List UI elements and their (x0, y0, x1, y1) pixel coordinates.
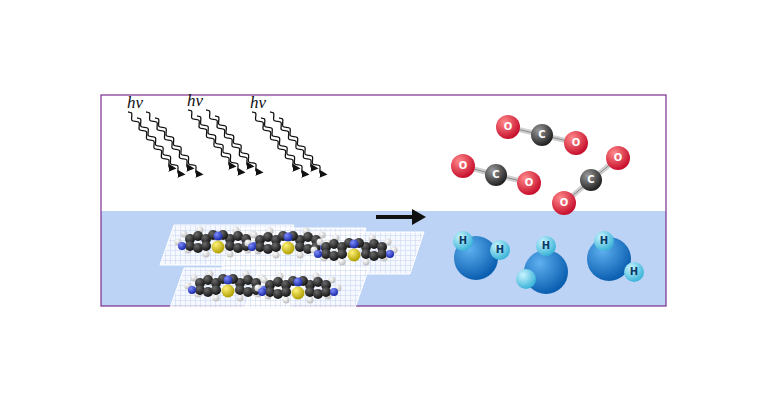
dye-molecule (311, 235, 398, 266)
atom-symbol: H (496, 245, 504, 255)
atom-symbol: O (459, 161, 468, 171)
light-wave (146, 112, 191, 168)
atom-symbol: H (600, 236, 608, 246)
dye-molecule (245, 228, 332, 259)
atom-symbol: C (492, 170, 499, 180)
light-label: hν (187, 92, 203, 109)
co2-molecule (451, 154, 541, 195)
water-molecule (587, 231, 644, 282)
co2-molecule (552, 146, 630, 215)
atom-symbol: C (538, 130, 545, 140)
atom-symbol: O (572, 138, 581, 148)
light-wave (215, 116, 260, 172)
co2-molecule (496, 115, 588, 155)
atom-symbol: C (587, 175, 594, 185)
light-wave (279, 118, 324, 174)
light-wave (270, 112, 315, 168)
light-wave (206, 110, 251, 166)
dye-molecule (255, 273, 342, 304)
water-molecule (516, 236, 568, 294)
atom-symbol: H (542, 241, 550, 251)
graphene-sheet (245, 268, 369, 308)
reaction-arrow (376, 215, 414, 219)
atom-symbol: H (459, 236, 467, 246)
light-label: hν (127, 94, 143, 111)
reaction-arrowhead (412, 209, 426, 225)
atom-symbol: O (614, 153, 623, 163)
atom-symbol: H (630, 267, 638, 277)
light-label: hν (250, 94, 266, 111)
dye-molecule (175, 227, 262, 258)
atom-symbol: O (525, 178, 534, 188)
atom-symbol: O (560, 198, 569, 208)
light-wave (155, 118, 200, 174)
atom-symbol: O (504, 122, 513, 132)
water-molecule (453, 231, 510, 280)
dye-molecule (185, 271, 272, 302)
